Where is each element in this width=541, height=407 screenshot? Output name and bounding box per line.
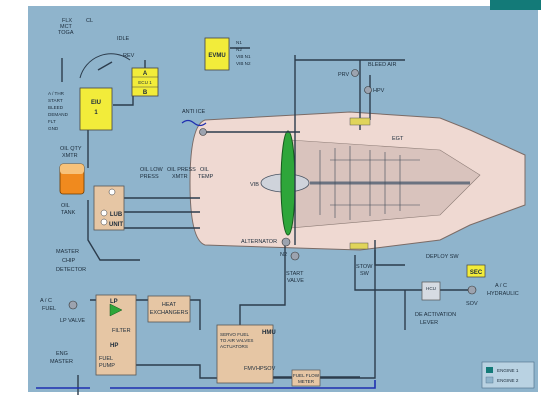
eiu-input-5: GND xyxy=(48,126,59,131)
fuel-pump-1: FUEL xyxy=(99,356,113,362)
fuel-flow-meter-1: FUEL FLOW xyxy=(293,373,320,378)
chip-detector-3: DETECTOR xyxy=(56,267,86,273)
chip-detector-2: CHIP xyxy=(62,258,75,264)
oil-qty-label: OIL QTY xyxy=(60,146,82,152)
hp-label: HP xyxy=(110,343,118,349)
lub-unit: LUB UNIT xyxy=(94,186,124,230)
stow-sw-2: SW xyxy=(360,271,370,277)
ac-hydraulic-1: A / C xyxy=(495,283,507,289)
legend-engine1: ENGINE 1 xyxy=(497,368,519,373)
start-valve-2: VALVE xyxy=(287,278,304,284)
lp-valve-label: LP VALVE xyxy=(60,318,85,324)
oil-temp-2: TEMP xyxy=(198,174,214,180)
selector-pos-0: TOGA xyxy=(58,30,74,36)
oil-low-press-2: PRESS xyxy=(140,174,159,180)
bleed-air-label: BLEED AIR xyxy=(368,62,396,68)
ac-fuel-1: A / C xyxy=(40,298,52,304)
engine-legend: ENGINE 1 ENGINE 2 xyxy=(482,362,534,388)
eiu-input-4: FLT xyxy=(48,119,56,124)
eiu-input-3: DEMAND xyxy=(48,112,69,117)
eiu-box: EIU 1 xyxy=(80,88,112,130)
oil-low-press-1: OIL LOW xyxy=(140,167,164,173)
unit-label: UNIT xyxy=(109,222,123,228)
evmu-out-1: N2 xyxy=(236,47,242,52)
corner-tab xyxy=(490,0,541,10)
eiu-input-0: A / THR xyxy=(48,91,65,96)
hpsov-label: HPSOV xyxy=(256,366,276,372)
oil-press-xmtr-2: XMTR xyxy=(172,174,188,180)
servo-fuel-1: SERVO FUEL xyxy=(220,332,249,337)
servo-fuel-3: ACTUATORS xyxy=(220,344,248,349)
evmu-out-3: VIB N2 xyxy=(236,61,251,66)
anti-ice-label: ANTI ICE xyxy=(182,109,206,115)
engine1-swatch[interactable] xyxy=(486,367,493,373)
selector-pos-2: MCT xyxy=(60,24,73,30)
prv-label: PRV xyxy=(338,72,350,78)
lub-label: LUB xyxy=(110,212,123,218)
filter-label: FILTER xyxy=(112,328,131,334)
heat-exch-2: EXCHANGERS xyxy=(150,310,189,316)
ecu-mid: ECU 1 xyxy=(138,80,152,85)
oil-tank-label-1: OIL xyxy=(61,203,70,209)
selector-pos-5: REV xyxy=(123,53,135,59)
deploy-sw-label: DEPLOY SW xyxy=(426,254,459,260)
vib-label: VIB xyxy=(250,182,259,188)
oil-tank-label-2: TANK xyxy=(61,210,76,216)
hpv-label: HPV xyxy=(373,88,385,94)
fan-blades xyxy=(281,131,295,235)
evmu-out-0: N1 xyxy=(236,40,242,45)
ac-fuel-2: FUEL xyxy=(42,306,56,312)
eiu-input-1: START xyxy=(48,98,63,103)
egt-label: EGT xyxy=(392,136,404,142)
deactivation-2: LEVER xyxy=(420,320,438,326)
eiu-input-2: BLEED xyxy=(48,105,64,110)
ecu-box: A ECU 1 B xyxy=(132,68,158,96)
ecu-a: A xyxy=(143,71,148,77)
n2-label: N2 xyxy=(280,252,287,258)
evmu-label: EVMU xyxy=(208,53,225,59)
fuel-flow-meter-2: METER xyxy=(298,379,315,384)
hcu-label: HCU xyxy=(426,286,436,291)
legend-engine2: ENGINE 2 xyxy=(497,378,519,383)
fmv-label: FMV xyxy=(244,366,256,372)
oil-xmtr-label: XMTR xyxy=(62,153,78,159)
lp-label: LP xyxy=(110,299,118,305)
oil-press-xmtr-1: OIL PRESS xyxy=(167,167,196,173)
fuel-pump-2: PUMP xyxy=(99,363,115,369)
ecu-b: B xyxy=(143,90,148,96)
sov-label: SOV xyxy=(466,301,478,307)
eiu-line1: EIU xyxy=(91,100,101,106)
start-valve-1: START xyxy=(286,271,304,277)
stow-sw-1: STOW xyxy=(356,264,373,270)
eng-master-1: ENG xyxy=(56,351,68,357)
chip-detector-1: MASTER xyxy=(56,249,79,255)
selector-pos-4: IDLE xyxy=(117,36,130,42)
alternator-label: ALTERNATOR xyxy=(241,239,277,245)
hmu-label: HMU xyxy=(262,330,276,336)
heat-exch-1: HEAT xyxy=(162,302,177,308)
eng-master-2: MASTER xyxy=(50,359,73,365)
servo-fuel-2: TO AIR VALVES xyxy=(220,338,253,343)
engine2-swatch[interactable] xyxy=(486,377,493,383)
oil-temp-1: OIL xyxy=(200,167,209,173)
sec-label: SEC xyxy=(470,270,483,276)
deactivation-1: DE ACTIVATION xyxy=(415,312,456,318)
selector-pos-3: CL xyxy=(86,18,93,24)
ac-hydraulic-2: HYDRAULIC xyxy=(487,291,519,297)
evmu-out-2: VIB N1 xyxy=(236,54,251,59)
